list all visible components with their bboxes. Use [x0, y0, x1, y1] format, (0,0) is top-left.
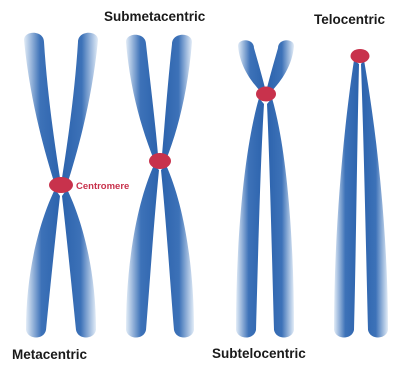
subtelocentric-upper-right-arm	[267, 40, 294, 92]
submetacentric-lower-left-arm	[126, 165, 159, 338]
metacentric-upper-left-arm	[24, 33, 60, 185]
metacentric-upper-right-arm	[62, 33, 98, 185]
telocentric-centromere	[351, 49, 370, 63]
subtelocentric-lower-right-arm	[267, 98, 294, 338]
metacentric-label: Metacentric	[12, 347, 88, 362]
submetacentric-label: Submetacentric	[104, 9, 206, 24]
telocentric-right-arm	[361, 60, 388, 338]
submetacentric-centromere	[149, 153, 171, 169]
telocentric-label: Telocentric	[314, 12, 386, 27]
metacentric-lower-right-arm	[62, 189, 96, 338]
submetacentric-upper-right-arm	[162, 35, 192, 160]
subtelocentric-label: Subtelocentric	[212, 346, 306, 361]
subtelocentric-chromosome	[236, 40, 294, 337]
metacentric-centromere	[49, 177, 73, 193]
subtelocentric-centromere	[256, 87, 276, 102]
submetacentric-upper-left-arm	[126, 35, 158, 160]
subtelocentric-upper-left-arm	[238, 40, 265, 92]
telocentric-left-arm	[334, 60, 359, 338]
submetacentric-lower-right-arm	[161, 165, 194, 338]
metacentric-lower-left-arm	[26, 189, 60, 338]
submetacentric-chromosome	[126, 35, 194, 338]
metacentric-chromosome: Centromere	[24, 33, 129, 338]
centromere-label: Centromere	[76, 181, 129, 192]
subtelocentric-lower-left-arm	[236, 98, 264, 338]
telocentric-chromosome	[334, 49, 388, 338]
